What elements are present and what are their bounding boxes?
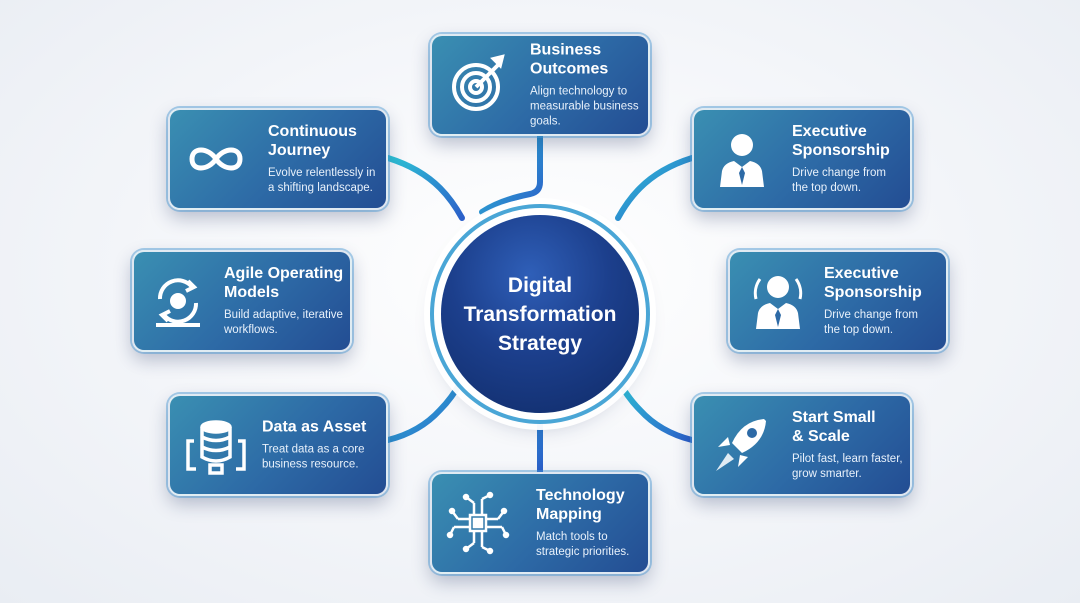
node-title: Executive Sponsorship bbox=[792, 123, 890, 159]
node-desc: Treat data as a core business resource. bbox=[262, 443, 365, 471]
connector-start-small bbox=[615, 377, 695, 443]
node-title: Agile Operating Models bbox=[224, 265, 344, 301]
node-technology-mapping: Technology Mapping Match tools to strate… bbox=[430, 472, 650, 574]
node-executive-sponsorship-top: Executive Sponsorship Drive change from … bbox=[692, 108, 912, 210]
rocket-icon bbox=[708, 413, 772, 477]
node-start-small-scale: Start Small & Scale Pilot fast, learn fa… bbox=[692, 394, 912, 496]
node-agile-operating-models: Agile Operating Models Build adaptive, i… bbox=[132, 250, 352, 352]
node-desc: Drive change from the top down. bbox=[792, 167, 886, 194]
connector-executive-top bbox=[615, 155, 695, 221]
connector-data-asset bbox=[385, 377, 465, 443]
node-desc: Match tools to strategic priorities. bbox=[536, 531, 630, 558]
node-business-outcomes: Business Outcomes Align technology to me… bbox=[430, 34, 650, 136]
node-title: Continuous Journey bbox=[268, 123, 357, 159]
node-title: Executive Sponsorship bbox=[824, 265, 922, 301]
node-desc: Build adaptive, iterative workflows. bbox=[224, 309, 343, 336]
node-desc: Pilot fast, learn faster, grow smarter. bbox=[792, 453, 903, 480]
executive-icon bbox=[746, 269, 810, 333]
target-icon bbox=[446, 53, 510, 117]
connector-business-outcomes bbox=[479, 133, 543, 215]
connector-continuous bbox=[385, 155, 465, 221]
node-continuous-journey: Continuous Journey Evolve relentlessly i… bbox=[168, 108, 388, 210]
node-title: Technology Mapping bbox=[536, 487, 625, 523]
database-icon bbox=[184, 413, 248, 477]
central-hub: Digital Transformation Strategy bbox=[441, 215, 639, 413]
circuit-chip-icon bbox=[446, 491, 510, 555]
node-desc: Evolve relentlessly in a shifting landsc… bbox=[268, 167, 376, 194]
infinity-icon bbox=[184, 127, 248, 191]
node-executive-sponsorship-mid: Executive Sponsorship Drive change from … bbox=[728, 250, 948, 352]
node-data-as-asset: Data as Asset Treat data as a core busin… bbox=[168, 394, 388, 496]
node-desc: Drive change from the top down. bbox=[824, 309, 918, 336]
executive-icon bbox=[710, 127, 774, 191]
node-title: Data as Asset bbox=[262, 418, 367, 436]
hub-title: Digital Transformation Strategy bbox=[463, 273, 617, 355]
cycle-icon bbox=[146, 269, 210, 333]
node-title: Start Small & Scale bbox=[792, 409, 876, 445]
node-title: Business Outcomes bbox=[530, 41, 609, 78]
node-desc: Align technology to measurable business … bbox=[530, 85, 639, 128]
